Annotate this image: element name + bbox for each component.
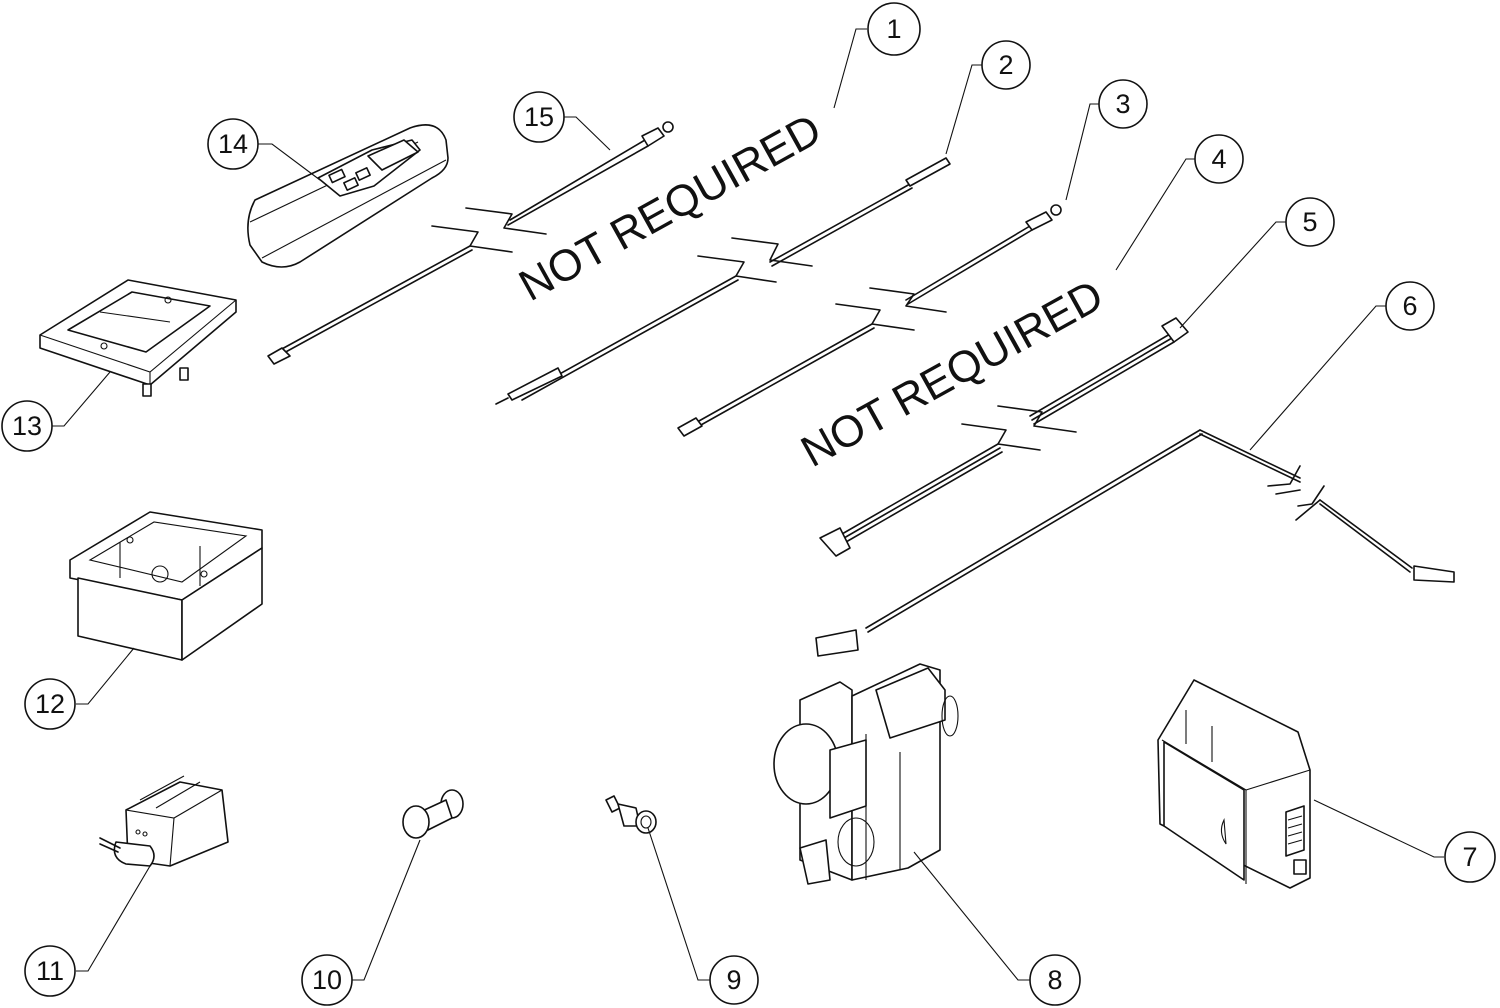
part-15-wire-lead bbox=[267, 121, 674, 365]
callout-3: 3 bbox=[1098, 79, 1148, 129]
part-2-wire-lead bbox=[495, 157, 951, 405]
callout-number: 13 bbox=[12, 411, 42, 441]
callout-5: 5 bbox=[1285, 197, 1335, 247]
part-8-gas-valve bbox=[773, 663, 959, 885]
callout-number: 2 bbox=[998, 50, 1013, 80]
callout-1: 1 bbox=[867, 2, 921, 56]
part-9-fitting bbox=[605, 795, 657, 834]
callout-number: 11 bbox=[36, 956, 64, 986]
callout-number: 1 bbox=[886, 14, 901, 44]
part-6-wire-harness bbox=[815, 429, 1455, 657]
callout-15: 15 bbox=[513, 91, 565, 143]
part-12-wall-box bbox=[69, 511, 263, 661]
callout-number: 15 bbox=[524, 102, 554, 132]
callout-number: 14 bbox=[218, 129, 248, 159]
callout-number: 10 bbox=[312, 965, 342, 995]
not-required-label-2: NOT REQUIRED bbox=[793, 271, 1111, 477]
part-7-control-module bbox=[1157, 679, 1311, 889]
part-13-wall-plate bbox=[39, 279, 237, 397]
callout-number: 6 bbox=[1402, 291, 1417, 321]
part-5-wire-harness bbox=[819, 317, 1189, 557]
part-11-battery-holder bbox=[99, 775, 229, 867]
callout-13: 13 bbox=[1, 400, 53, 452]
part-14-remote-control bbox=[247, 124, 449, 268]
callout-8: 8 bbox=[1029, 954, 1081, 1006]
callout-11: 11 bbox=[24, 945, 76, 997]
callout-number: 8 bbox=[1047, 965, 1062, 995]
callout-10: 10 bbox=[301, 954, 353, 1006]
callout-number: 9 bbox=[726, 965, 741, 995]
callout-7: 7 bbox=[1444, 831, 1496, 883]
callout-2: 2 bbox=[981, 40, 1031, 90]
callout-number: 5 bbox=[1302, 207, 1317, 237]
callout-12: 12 bbox=[24, 678, 76, 730]
callout-number: 4 bbox=[1211, 144, 1226, 174]
callout-number: 3 bbox=[1115, 89, 1130, 119]
callout-6: 6 bbox=[1385, 281, 1435, 331]
callout-9: 9 bbox=[709, 955, 759, 1005]
leader-lines bbox=[52, 28, 1444, 981]
callout-number: 7 bbox=[1462, 842, 1477, 872]
callout-14: 14 bbox=[207, 118, 259, 170]
part-10-knob bbox=[402, 789, 464, 839]
callout-4: 4 bbox=[1194, 134, 1244, 184]
part-3-wire-lead bbox=[677, 204, 1062, 437]
callout-number: 12 bbox=[35, 689, 65, 719]
not-required-label-1: NOT REQUIRED bbox=[511, 105, 829, 311]
